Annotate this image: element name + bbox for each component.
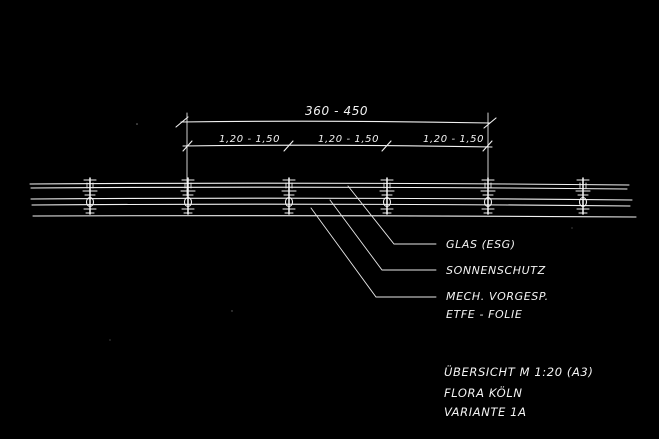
leader-foil bbox=[310, 207, 437, 298]
label-foil-line1: MECH. VORGESP. bbox=[446, 290, 549, 303]
support-clip bbox=[578, 196, 588, 208]
title-block-line2: FLORA KÖLN bbox=[444, 384, 523, 400]
speck bbox=[571, 227, 573, 229]
support-clip bbox=[483, 196, 493, 208]
span-tick-2 bbox=[283, 140, 294, 152]
leader-glass bbox=[347, 185, 437, 245]
span-dimensions: 1,20 - 1,50 1,20 - 1,50 1,20 - 1,50 bbox=[182, 134, 493, 152]
speck bbox=[109, 339, 111, 341]
support-clip bbox=[85, 196, 95, 208]
speck bbox=[231, 310, 233, 312]
label-shading: SONNENSCHUTZ bbox=[446, 264, 546, 277]
total-dimension-text: 360 - 450 bbox=[305, 104, 368, 118]
support-profile bbox=[379, 177, 395, 215]
span-tick-3 bbox=[381, 140, 392, 152]
span-dimension-text-2: 1,20 - 1,50 bbox=[318, 134, 379, 145]
glass-layer-top bbox=[29, 182, 630, 186]
support-clip bbox=[382, 196, 392, 208]
label-glass: GLAS (ESG) bbox=[446, 238, 516, 251]
speck bbox=[136, 123, 138, 125]
support-profile bbox=[480, 177, 496, 215]
support-profile bbox=[82, 177, 98, 215]
glass-layer-bottom bbox=[30, 186, 628, 190]
component-labels: GLAS (ESG) SONNENSCHUTZ MECH. VORGESP. E… bbox=[446, 238, 549, 321]
support-clip bbox=[183, 196, 193, 208]
title-block-line3: VARIANTE 1A bbox=[444, 405, 527, 419]
total-dimension-line bbox=[180, 120, 491, 124]
support-profiles bbox=[82, 177, 591, 215]
leader-lines bbox=[310, 185, 437, 298]
foil-layer bbox=[31, 203, 631, 207]
support-clip bbox=[284, 196, 294, 208]
span-tick-4 bbox=[482, 140, 493, 152]
span-dimension-text-1: 1,20 - 1,50 bbox=[219, 134, 280, 145]
support-profile bbox=[281, 177, 297, 215]
span-dimension-text-3: 1,20 - 1,50 bbox=[423, 134, 484, 145]
total-dimension: 360 - 450 bbox=[175, 104, 497, 197]
span-tick-1 bbox=[182, 140, 193, 152]
total-dimension-tick-left bbox=[175, 116, 189, 128]
leader-shading bbox=[329, 199, 437, 271]
label-foil-line2: ETFE - FOLIE bbox=[446, 308, 522, 321]
title-block-line1: ÜBERSICHT M 1:20 (A3) bbox=[444, 363, 593, 379]
support-profile bbox=[575, 177, 591, 215]
lower-layer bbox=[32, 215, 637, 218]
support-profile bbox=[180, 177, 196, 215]
total-dimension-tick-right bbox=[483, 117, 497, 129]
paper-specks bbox=[109, 123, 573, 341]
title-block: ÜBERSICHT M 1:20 (A3) FLORA KÖLN VARIANT… bbox=[444, 363, 593, 419]
span-dimension-line bbox=[182, 144, 493, 148]
shading-layer bbox=[30, 197, 633, 201]
roof-layers bbox=[29, 182, 637, 218]
